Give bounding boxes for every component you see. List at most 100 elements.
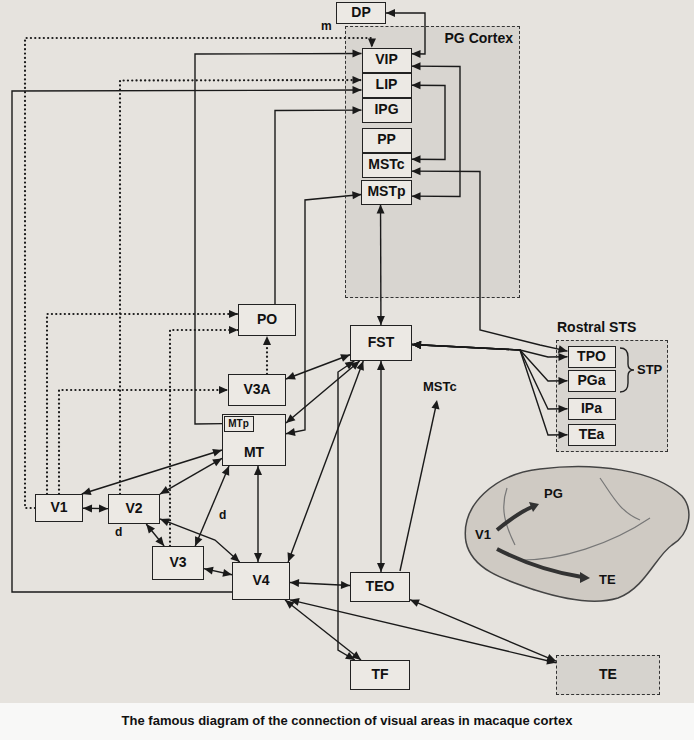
- arrowhead: [352, 86, 361, 94]
- area-box: TEO: [350, 572, 410, 602]
- connection-arrow: [12, 86, 362, 592]
- area-name: DP: [351, 5, 370, 20]
- arrowhead: [412, 167, 421, 175]
- arrowhead: [410, 599, 420, 606]
- connection-arrow: [412, 341, 568, 361]
- area-box: V3: [152, 546, 204, 580]
- arrowhead: [212, 449, 222, 457]
- arrowhead: [558, 377, 567, 385]
- area-box: MSTp: [361, 180, 411, 205]
- connector-line: [410, 600, 556, 661]
- arrowhead: [558, 431, 567, 439]
- annotation-label: d: [114, 526, 123, 539]
- arrowhead: [412, 81, 421, 89]
- connection-arrow: [146, 524, 164, 546]
- area-name: PGa: [577, 373, 605, 388]
- connector-line: [275, 110, 362, 304]
- annotation-label: MSTc: [422, 380, 458, 394]
- arrowhead: [529, 502, 539, 512]
- arrowhead: [558, 405, 567, 413]
- sulcus: [600, 478, 640, 520]
- connector-line: [47, 314, 238, 494]
- area-box: PP: [362, 128, 412, 153]
- area-name: MSTc: [368, 157, 404, 172]
- area-box: V3A: [228, 374, 286, 406]
- connection-arrow: [412, 341, 568, 385]
- area-name: MTp: [228, 418, 249, 429]
- connection-arrow: [412, 62, 461, 200]
- arrowhead: [377, 205, 385, 214]
- area-box: MTp: [224, 416, 254, 432]
- arrowhead: [83, 504, 92, 512]
- connector-line: [380, 361, 381, 572]
- connection-arrow: [412, 341, 568, 413]
- area-name: TE: [599, 667, 617, 682]
- connection-arrow: [83, 504, 108, 512]
- sulcus: [522, 518, 650, 560]
- arrowhead: [204, 567, 214, 575]
- region-box: PG CortexVIPLIPIPGPPMSTcMSTp: [345, 26, 520, 298]
- area-name: LIP: [376, 77, 398, 92]
- connection-arrow: [204, 567, 232, 577]
- area-name: PO: [257, 312, 277, 327]
- connection-arrow: [288, 361, 364, 562]
- arrowhead: [412, 341, 421, 349]
- arrowhead: [377, 316, 385, 325]
- arrowhead: [288, 552, 295, 562]
- arrowhead: [412, 155, 421, 163]
- feedback-connection: [120, 76, 362, 494]
- arrowhead: [229, 326, 238, 334]
- arrowhead: [341, 581, 350, 589]
- area-box: IPa: [568, 398, 616, 420]
- arrowhead: [254, 553, 262, 562]
- connector-line: [286, 361, 360, 423]
- arrowhead: [290, 579, 299, 587]
- arrowhead: [254, 466, 262, 475]
- arrowhead: [286, 414, 295, 423]
- area-box: MSTc: [362, 153, 412, 178]
- area-name: IPa: [581, 401, 602, 416]
- area-box: V2: [108, 494, 160, 524]
- area-name: V3A: [243, 382, 270, 397]
- area-box: PGa: [568, 370, 616, 392]
- arrowhead: [263, 336, 271, 345]
- connector-line: [82, 450, 222, 494]
- region-shading: [345, 26, 520, 298]
- arrowhead: [352, 106, 361, 114]
- connection-arrow: [410, 599, 556, 661]
- area-box: TF: [350, 660, 410, 690]
- area-box: IPG: [362, 98, 412, 123]
- arrowhead: [412, 341, 421, 349]
- feedback-connection: [59, 386, 228, 494]
- connection-arrow: [338, 361, 355, 660]
- connector-line: [412, 345, 568, 435]
- arrowhead: [155, 536, 164, 546]
- connector-line: [285, 600, 361, 660]
- arrowhead: [222, 466, 229, 476]
- annotation-label: d: [218, 509, 227, 522]
- connection-arrow: [195, 50, 362, 424]
- leader-arrow: [400, 408, 436, 571]
- brain-outline: [465, 467, 689, 602]
- connector-line: [412, 85, 446, 159]
- connection-arrow: [412, 341, 568, 439]
- connector-line: [59, 390, 228, 494]
- arrowhead: [195, 536, 202, 546]
- connection-arrow: [82, 449, 222, 495]
- area-name: V3: [169, 555, 186, 570]
- arrowhead: [412, 62, 421, 70]
- connector-line: [195, 466, 229, 546]
- region-shading: [556, 340, 668, 452]
- region-box: Rostral STSTPOPGaIPaTEa: [556, 340, 668, 452]
- connection-arrow: [286, 191, 361, 436]
- connection-arrow: [285, 600, 361, 660]
- connection-arrow: [286, 354, 350, 379]
- arrowhead: [368, 38, 376, 47]
- connection-arrow: [254, 466, 262, 562]
- arrowhead: [99, 505, 108, 513]
- area-name: TPO: [577, 349, 606, 364]
- annotation-label: m: [320, 20, 333, 33]
- arrowhead: [160, 486, 170, 494]
- annotation-label: PG: [543, 487, 564, 501]
- arrowhead: [212, 458, 222, 466]
